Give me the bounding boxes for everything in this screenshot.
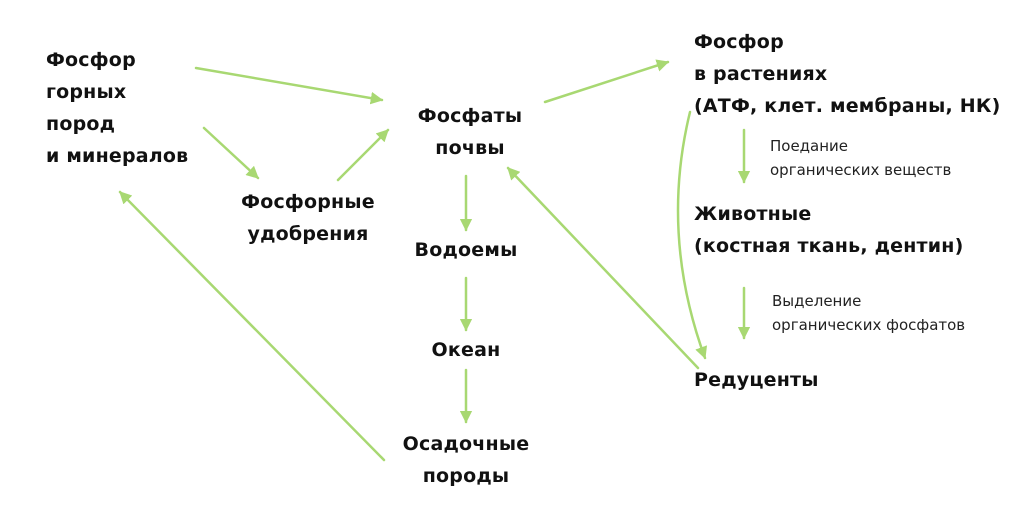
node-reservoirs-line: Водоемы xyxy=(414,239,518,261)
node-plant-phosphorus: Фосфор в растениях (АТФ, клет. мембраны,… xyxy=(694,26,1000,122)
node-sedimentary-rocks-line: породы xyxy=(422,465,510,487)
edge-label-eating: Поедание органических веществ xyxy=(770,134,951,182)
node-animals-line: Животные xyxy=(694,203,812,225)
node-decomposers: Редуценты xyxy=(694,364,819,396)
node-rock-phosphorus-line: Фосфор xyxy=(46,49,136,71)
arrow-decomposers-to-soil xyxy=(506,166,700,370)
node-plant-phosphorus-line: в растениях xyxy=(694,63,828,85)
arrow-sediments-to-rock xyxy=(118,190,386,462)
edge-label-excretion-line: Выделение xyxy=(772,292,862,310)
node-fertilizers-line: Фосфорные xyxy=(241,191,375,213)
edge-label-eating-line: Поедание xyxy=(770,137,849,155)
node-plant-phosphorus-line: Фосфор xyxy=(694,31,784,53)
node-sedimentary-rocks-line: Осадочные xyxy=(402,433,530,455)
edge-label-eating-line: органических веществ xyxy=(770,161,952,179)
node-rock-phosphorus-line: и минералов xyxy=(46,145,189,167)
node-rock-phosphorus-line: пород xyxy=(46,113,116,135)
arrow-plants-to-decomposers xyxy=(676,110,708,360)
node-soil-phosphates-line: почвы xyxy=(435,137,505,159)
node-rock-phosphorus-line: горных xyxy=(46,81,127,103)
arrow-rock-to-soil xyxy=(194,66,384,105)
node-rock-phosphorus: Фосфор горных пород и минералов xyxy=(46,44,188,172)
edge-label-excretion-line: органических фосфатов xyxy=(772,316,966,334)
node-fertilizers: Фосфорные удобрения xyxy=(228,186,388,250)
node-soil-phosphates-line: Фосфаты xyxy=(417,105,523,127)
node-plant-phosphorus-line: (АТФ, клет. мембраны, НК) xyxy=(694,95,1001,117)
node-decomposers-line: Редуценты xyxy=(694,369,819,391)
node-ocean-line: Океан xyxy=(431,339,501,361)
arrow-fertilizers-to-soil xyxy=(336,128,390,182)
arrow-soil-to-plants xyxy=(543,59,670,104)
arrow-rock-to-fertilizers xyxy=(202,126,260,180)
node-reservoirs: Водоемы xyxy=(396,234,536,266)
node-animals: Животные (костная ткань, дентин) xyxy=(694,198,963,262)
node-animals-line: (костная ткань, дентин) xyxy=(694,235,964,257)
node-soil-phosphates: Фосфаты почвы xyxy=(400,100,540,164)
node-fertilizers-line: удобрения xyxy=(247,223,369,245)
node-ocean: Океан xyxy=(396,334,536,366)
node-sedimentary-rocks: Осадочные породы xyxy=(390,428,542,492)
edge-label-excretion: Выделение органических фосфатов xyxy=(772,289,965,337)
